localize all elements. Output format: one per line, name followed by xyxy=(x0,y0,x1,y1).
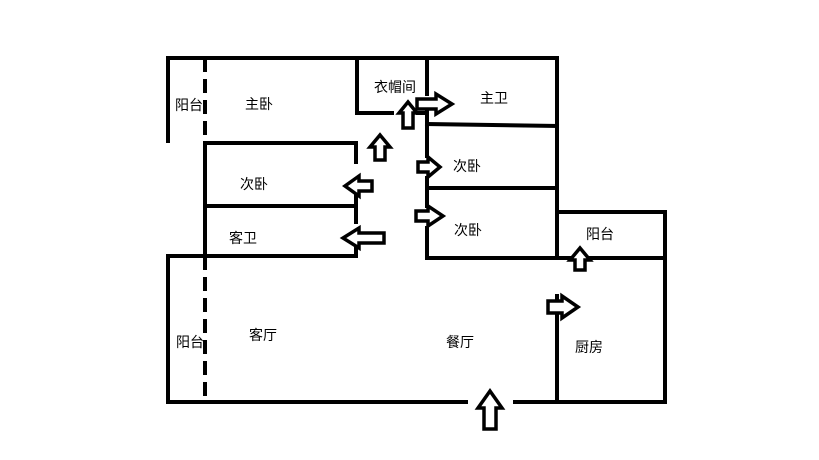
room-labels: 阳台 主卧 衣帽间 主卫 次卧 次卧 次卧 客卫 阳台 阳台 客厅 餐厅 厨房 xyxy=(175,80,614,356)
label-second-bedroom-right-top: 次卧 xyxy=(453,159,481,175)
label-cloakroom: 衣帽间 xyxy=(374,80,416,96)
label-dining-room: 餐厅 xyxy=(446,335,474,351)
label-second-bedroom-right-bottom: 次卧 xyxy=(454,223,482,239)
label-second-bedroom-left: 次卧 xyxy=(240,177,268,193)
arrow-left-icon xyxy=(341,172,374,200)
arrow-right-icon xyxy=(415,90,456,118)
arrow-left-icon xyxy=(339,224,386,252)
label-balcony-east: 阳台 xyxy=(586,227,614,243)
label-master-bath: 主卫 xyxy=(480,91,508,107)
label-balcony-west-top: 阳台 xyxy=(175,98,203,114)
arrow-right-icon xyxy=(416,153,443,181)
arrow-up-icon xyxy=(566,245,594,272)
arrow-up-icon xyxy=(395,99,421,130)
label-guest-bath: 客卫 xyxy=(229,230,257,247)
arrow-up-icon xyxy=(366,132,394,162)
entrance-arrow-icon xyxy=(474,387,506,431)
master-bath-south-wall xyxy=(424,121,560,129)
label-kitchen: 厨房 xyxy=(575,340,603,356)
arrow-right-icon xyxy=(546,292,582,322)
walls xyxy=(166,56,667,404)
label-master-bedroom: 主卧 xyxy=(245,97,273,113)
arrow-right-icon xyxy=(414,202,447,230)
label-balcony-west-bottom: 阳台 xyxy=(176,335,204,351)
arrows xyxy=(339,90,594,431)
label-living-room: 客厅 xyxy=(249,327,277,344)
